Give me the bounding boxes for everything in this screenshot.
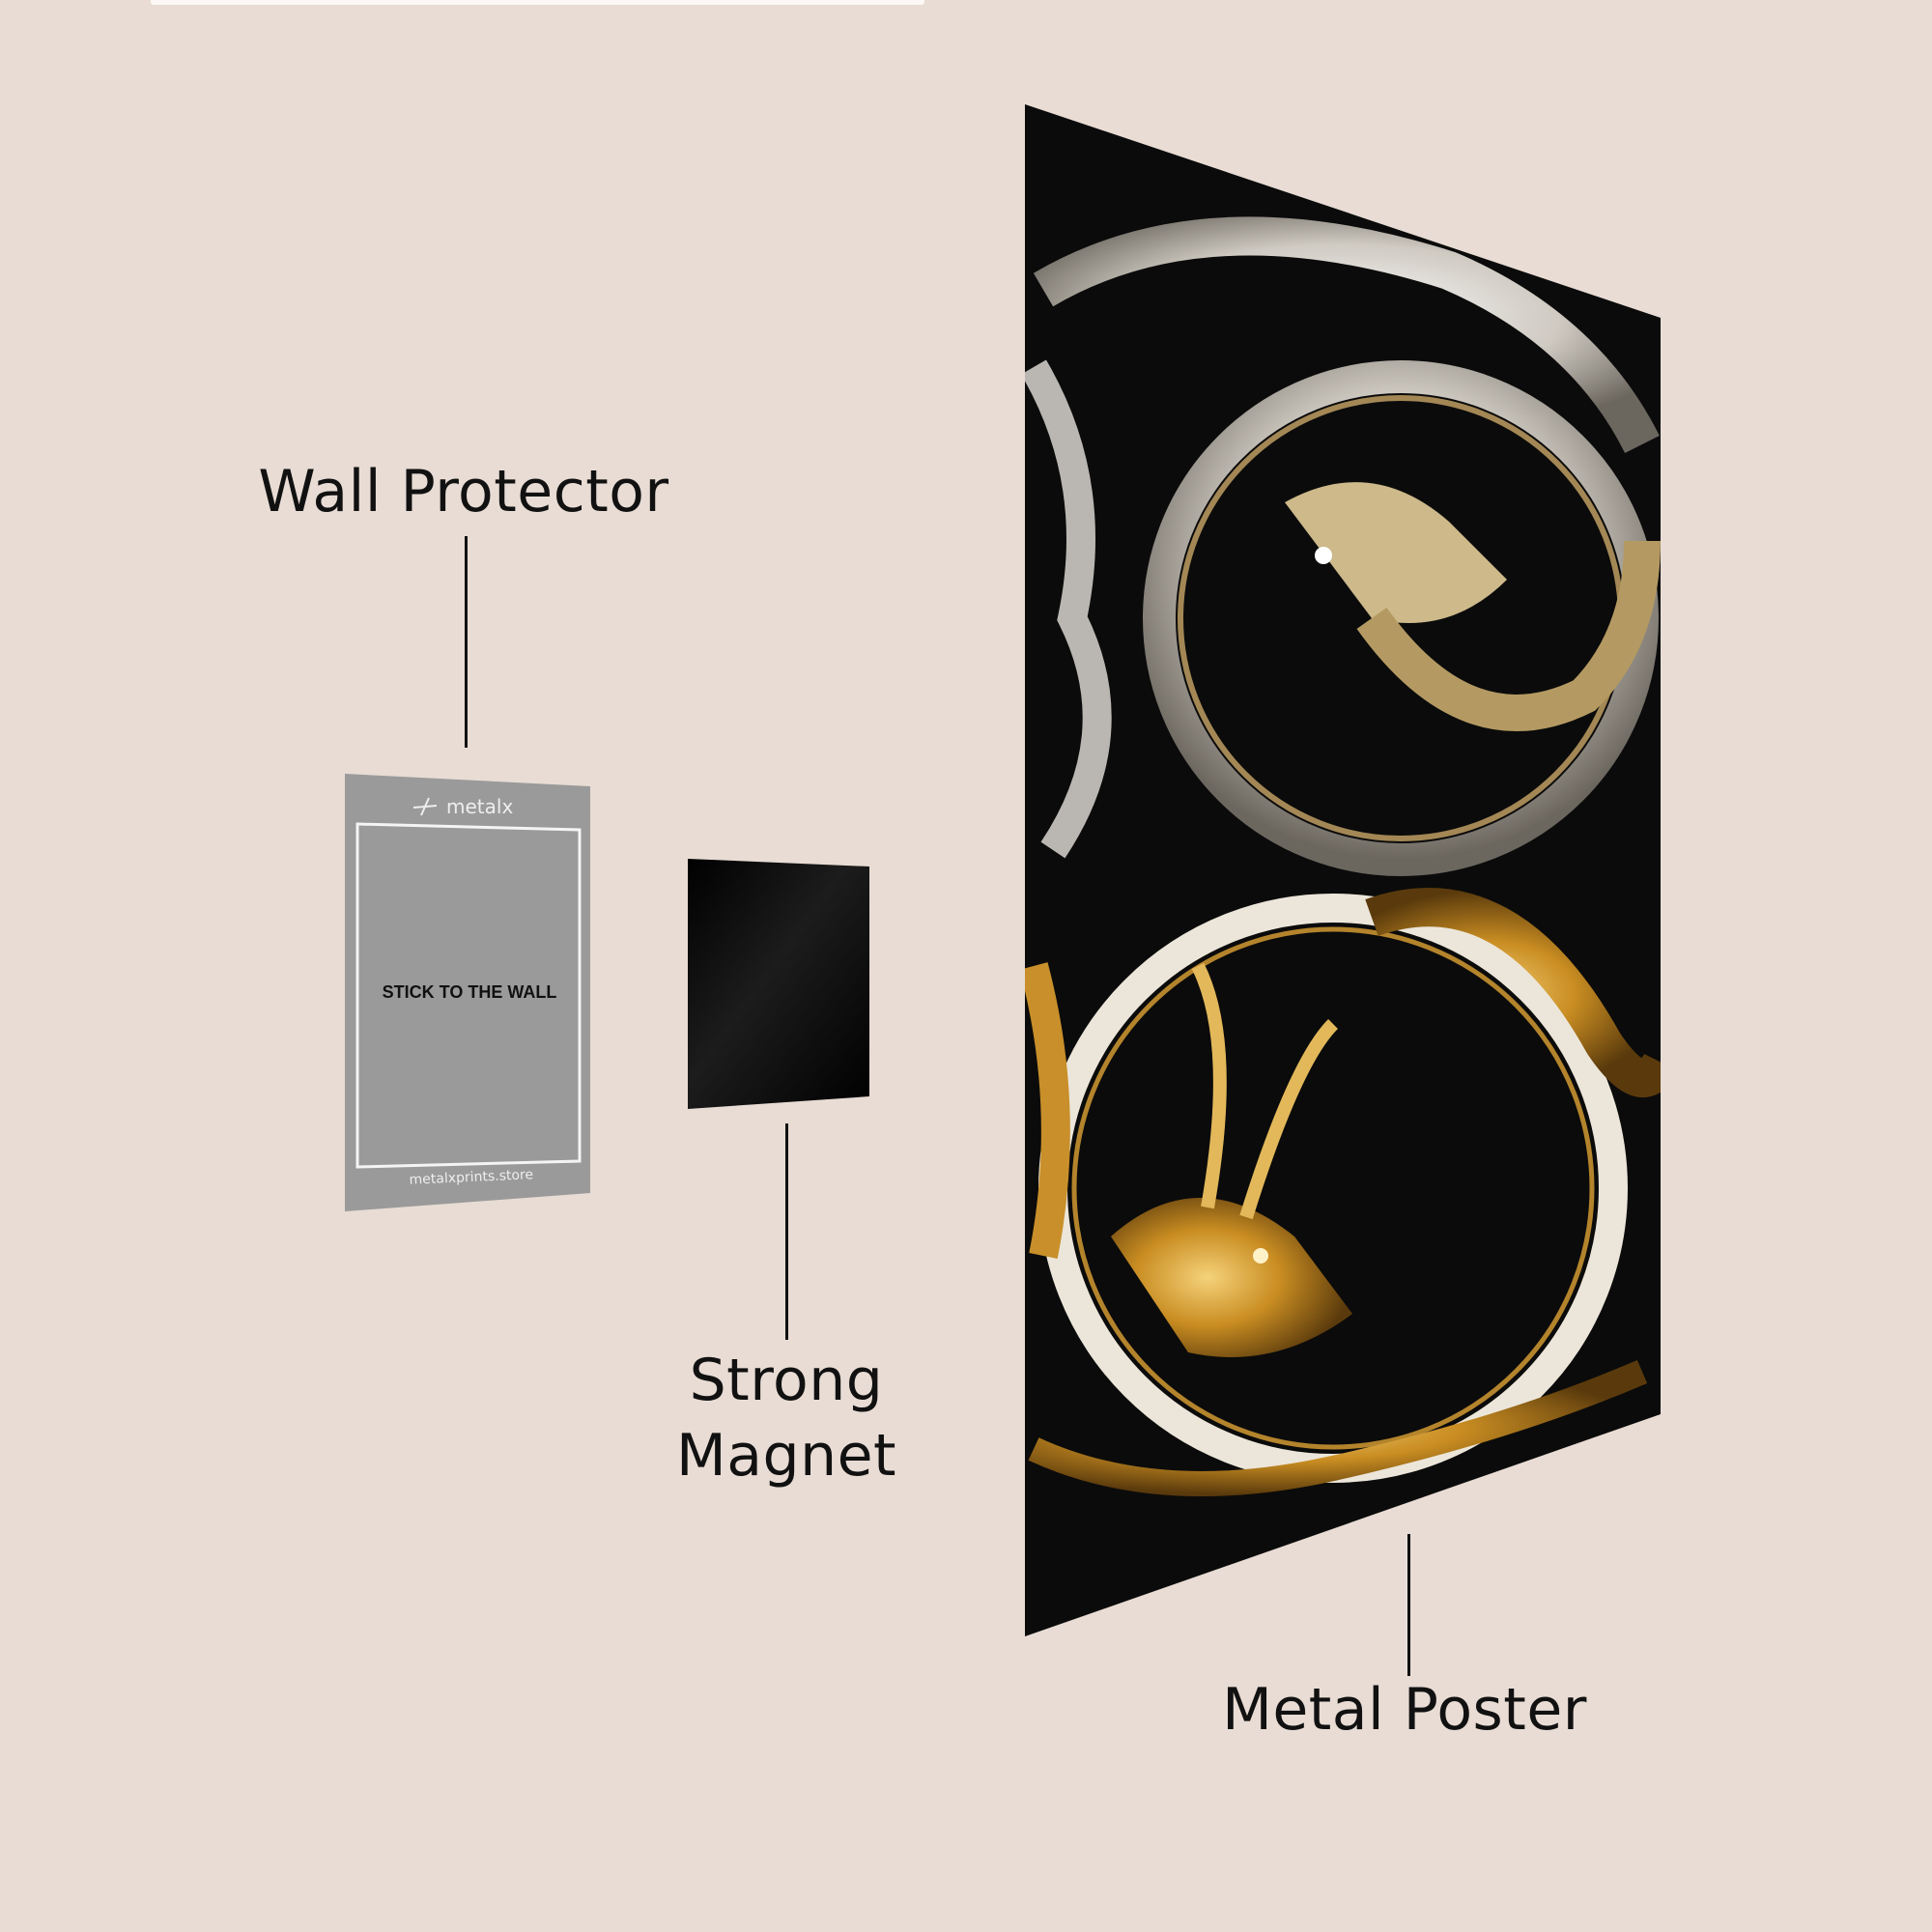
website-text: metalxprints.store	[409, 1167, 533, 1188]
top-edge-strip	[151, 0, 924, 5]
strong-magnet-label: Strong Magnet	[593, 1343, 980, 1493]
silver-dragon-artwork	[1025, 216, 1661, 876]
strong-magnet-label-line2: Magnet	[675, 1422, 897, 1490]
wall-protector-sheet: metalx STICK TO THE WALL metalxprints.st…	[345, 774, 590, 1211]
wall-protector-label: Wall Protector	[258, 458, 669, 526]
stick-instruction: STICK TO THE WALL	[383, 982, 557, 1002]
metal-poster-label: Metal Poster	[1222, 1676, 1587, 1744]
strong-magnet-label-line1: Strong	[689, 1347, 884, 1414]
metal-poster	[1025, 104, 1661, 1636]
gold-dragon-artwork	[1025, 888, 1661, 1496]
metal-poster-pointer-line	[1407, 1534, 1410, 1676]
wall-protector-pointer-line	[465, 536, 468, 748]
brand-text: metalx	[446, 795, 513, 818]
strong-magnet-pointer-line	[785, 1123, 788, 1340]
strong-magnet	[688, 859, 869, 1109]
metalx-logo: metalx	[412, 795, 513, 818]
